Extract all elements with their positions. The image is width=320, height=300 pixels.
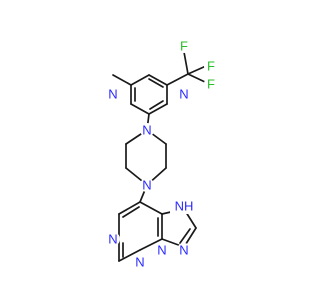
purine-n-low-label: N [133, 255, 147, 270]
molecule-structure: N N N N N N N NH N F F F [106, 38, 218, 270]
trifluoromethyl-group [166, 51, 207, 86]
pyrimidine-n1-label: N [106, 87, 120, 102]
svg-text:N: N [135, 255, 144, 270]
svg-text:F: F [180, 39, 188, 54]
svg-text:N: N [108, 232, 117, 247]
piperazine-n-top-label: N [140, 123, 154, 138]
svg-text:N: N [142, 178, 151, 193]
svg-text:N: N [108, 87, 117, 102]
pyrimidine-ring [130, 74, 168, 115]
fluorine-2-label: F [204, 59, 218, 74]
svg-text:N: N [179, 243, 188, 258]
svg-text:F: F [207, 77, 215, 92]
pyrimidine-n3-label: N [177, 87, 191, 102]
fluorine-3-label: F [204, 77, 218, 92]
purine-pyrimidine-ring [118, 201, 163, 262]
purine-n-right-label: N [155, 243, 169, 258]
fluorine-1-label: F [177, 39, 191, 54]
piperazine-n-bottom-label: N [140, 178, 154, 193]
purine-imidazole-ring [161, 208, 197, 248]
imidazole-nh-label: NH [170, 198, 194, 214]
imidazole-n-label: N [177, 243, 191, 258]
svg-text:N: N [179, 87, 188, 102]
svg-text:NH: NH [175, 199, 194, 214]
purine-n-left-label: N [106, 232, 120, 247]
svg-text:N: N [142, 123, 151, 138]
svg-text:F: F [207, 59, 215, 74]
svg-text:N: N [157, 243, 166, 258]
methyl-bond [112, 74, 132, 86]
